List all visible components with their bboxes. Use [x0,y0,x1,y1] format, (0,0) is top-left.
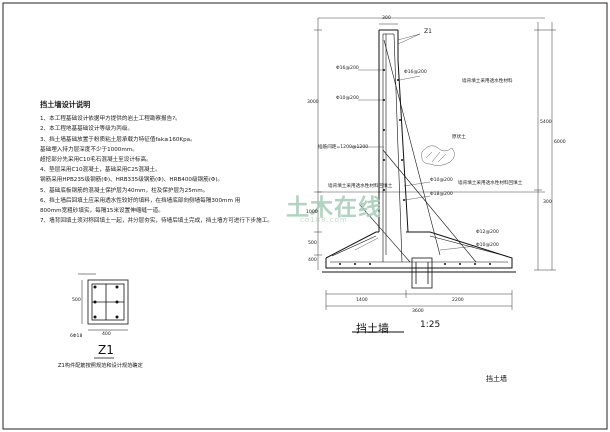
dim-300: 300 [543,200,552,205]
notes-line: 7、墙背回填土须对称回填土一起，并分层夯实，待墙后填土完成，挡土墙方可进行下步施… [40,218,273,225]
z1-dim-500: 500 [72,298,81,303]
notes-line: 钢筋采用HPB235级钢筋(Φ)、HRB335级钢筋(Φ)、HRB400级钢筋(… [40,177,224,184]
footing-rebar [330,235,508,263]
watermark-text: 土木在线 [286,195,382,221]
footing-dim-3600: 3600 [412,309,424,314]
z1-tag: Z1 [424,28,432,35]
notes-line: 基础埋入持力层深度不少于1000mm。 [40,146,138,153]
left-dimension-chain [314,18,322,270]
dim-1000: 1000 [306,210,318,215]
footing-rebar-dots [339,263,491,265]
stem-rebar [382,33,441,263]
watermark-subtext: co188.com [300,216,348,224]
notes-line: 5、基础底板钢筋的混凝土保护层为40mm，柱及保护层为25mm。 [40,187,209,194]
notes-line: 6、挡土墙后回填土应采用透水性较好的填料，在挡墙底部向侧墙每隔300mm 用 [40,197,241,204]
rebar-label-d: Φ10@200 [430,178,453,183]
right-dimension-chain [534,22,556,271]
leader-lines [350,33,477,251]
bottom-dimension-lines [325,290,513,310]
notes-line: 800mm宽粗砂填实，每隔15米设置伸缩缝一道。 [40,208,164,215]
dim-6000: 6000 [554,140,566,145]
soil-label: 原状土 [452,135,466,140]
z1-section-note: Z1构件配筋按照规范和设计规范确定 [58,363,143,369]
footing [322,231,516,273]
sheet-title-stamp: 挡土墙 [486,375,507,383]
rebar-label-c: Φ16@200 [404,70,427,75]
notes-line: 1、本工程基础设计依据甲方提供的岩土工程勘察报告?。 [40,116,181,123]
top-dimension: 300 [382,16,391,21]
wall-stem [378,29,409,233]
spacing-label: 插筋间距=1200@1200 [318,145,369,150]
rebar-label-e: Φ18@200 [430,192,453,197]
column-z1-in-footing [411,257,433,289]
fill-label-left: 墙背填土采用透水性材料回填土 [328,184,393,189]
main-drawing-title: 挡土墙 [356,322,389,335]
notes-line: 超挖部分先采用C10毛石混凝土至设计标高。 [40,157,152,164]
rebar-label-f: Φ12@200 [476,230,499,235]
diagonal-bars [359,149,477,263]
z1-tag-leader [397,33,421,45]
notes-line: 2、本工程地基基础设计等级为丙级。 [40,126,134,133]
dim-500: 500 [308,241,317,246]
z1-section-dots [93,285,119,319]
notes-title: 挡土墙设计说明 [40,100,91,109]
fill-label-right-top: 墙背填土采用透水性材料 [462,79,513,84]
dim-5400: 5400 [540,120,552,125]
dim-400: 400 [308,258,317,263]
z1-bar-label: 6Φ18 [70,334,83,339]
footing-dim-1400: 1400 [356,298,368,303]
z1-section [78,273,129,331]
fill-label-right-mid: 墙背填土采用透水性材料回填土 [458,181,523,186]
design-notes: 挡土墙设计说明 1、本工程基础设计依据甲方提供的岩土工程勘察报告?。 2、本工程… [40,100,330,226]
rebar-label-b: Φ10@200 [336,96,359,101]
rebar-label-g: Φ10@200 [476,243,499,248]
z1-dim-400: 400 [102,332,111,337]
soil-hatch [421,145,455,166]
stem-rebar-dots [383,69,405,201]
z1-section-title: Z1 [98,343,114,357]
notes-line: 4、垫层采用C10混凝土，基础采用C25混凝土。 [40,167,161,174]
main-drawing-scale: 1:25 [420,320,441,330]
footing-dim-2200: 2200 [452,298,464,303]
rebar-label-a: Φ16@200 [336,66,359,71]
dim-3000: 3000 [307,100,319,105]
notes-line: 3、挡土墙基础放置于粉质粘土层承载力特征值fak≥160Kpa。 [40,136,196,143]
